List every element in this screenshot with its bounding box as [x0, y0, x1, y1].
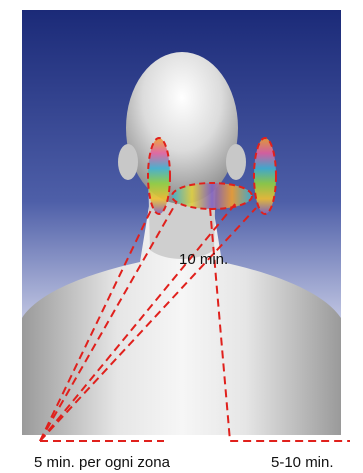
right-ear: [226, 144, 246, 180]
center-time-label: 10 min.: [179, 251, 228, 268]
head: [126, 52, 238, 204]
neck-zone-time-label: 5-10 min.: [271, 454, 334, 471]
left-ear: [118, 144, 138, 180]
side-zones-time-label: 5 min. per ogni zona: [34, 454, 170, 471]
